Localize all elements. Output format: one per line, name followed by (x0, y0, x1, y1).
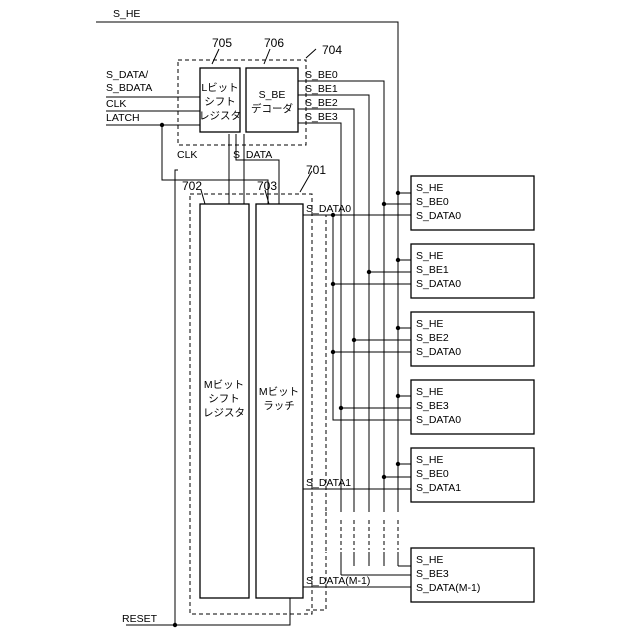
s-be0-label: S_BE0 (305, 69, 338, 81)
unit-label: S_BE2 (416, 332, 449, 344)
unit-label: S_DATA(M-1) (416, 582, 480, 594)
unit-label: S_DATA1 (416, 482, 461, 494)
s-data-label: S_DATA/ (106, 69, 148, 81)
junction (367, 270, 371, 274)
s-be3-label: S_BE3 (305, 111, 338, 123)
junction (352, 338, 356, 342)
latch-branch-wire (162, 125, 268, 204)
junction (339, 406, 343, 410)
latch-label: LATCH (106, 112, 140, 124)
s-data0-label: S_DATA0 (306, 203, 351, 215)
decoder-output-wires (298, 81, 384, 566)
ref-701: 701 (306, 163, 326, 177)
junction (173, 623, 177, 627)
l-shift-label-1: Lビット (201, 82, 238, 94)
omission-gap (320, 512, 410, 552)
reset-label: RESET (122, 613, 158, 625)
leader-704 (306, 49, 316, 58)
unit-label: S_DATA0 (416, 414, 461, 426)
junction (396, 258, 400, 262)
ref-702: 702 (182, 179, 202, 193)
s-data0-branch (333, 215, 415, 420)
ref-705: 705 (212, 36, 232, 50)
unit-label: S_HE (416, 318, 443, 330)
unit-label: S_DATA0 (416, 346, 461, 358)
junction (396, 326, 400, 330)
leader-705 (212, 49, 219, 64)
ref-706: 706 (264, 36, 284, 50)
unit-label: S_DATA0 (416, 210, 461, 222)
unit-label: S_BE3 (416, 400, 449, 412)
unit-label: S_BE0 (416, 468, 449, 480)
junction (382, 202, 386, 206)
junction (396, 191, 400, 195)
unit-label: S_HE (416, 454, 443, 466)
unit-label: S_BE1 (416, 264, 449, 276)
unit-label: S_HE (416, 182, 443, 194)
unit-label: S_DATA0 (416, 278, 461, 290)
decoder-label-1: S_BE (259, 89, 286, 101)
l-shift-label-2: シフト (204, 96, 236, 108)
junction (331, 282, 335, 286)
unit-label: S_HE (416, 554, 443, 566)
s-data-bus-label: S_DATA (233, 149, 272, 161)
junction (396, 462, 400, 466)
s-bdata-label: S_BDATA (106, 82, 152, 94)
l-shift-label-3: レジスタ (199, 110, 241, 122)
ref-703: 703 (257, 179, 277, 193)
decoder-label-2: デコーダ (251, 102, 293, 115)
s-be2-label: S_BE2 (305, 97, 338, 109)
leader-706 (264, 49, 270, 64)
unit-label: S_HE (416, 250, 443, 262)
junction (396, 394, 400, 398)
ref-704: 704 (322, 43, 342, 57)
m-shift-label-1: Mビット (204, 379, 244, 391)
m-shift-label-3: レジスタ (203, 407, 245, 419)
clk-bus-label: CLK (177, 149, 197, 161)
m-latch-label-1: Mビット (259, 386, 299, 398)
junction (160, 123, 164, 127)
s-data1-label: S_DATA1 (306, 477, 351, 489)
s-he-label: S_HE (113, 8, 140, 20)
s-data-m1-label: S_DATA(M-1) (306, 575, 370, 587)
m-latch-label-2: ラッチ (263, 400, 295, 412)
s-be1-label: S_BE1 (305, 83, 338, 95)
reset-up-wire (175, 170, 178, 625)
unit-label: S_HE (416, 386, 443, 398)
junction (331, 350, 335, 354)
s-be2-wire (298, 109, 354, 566)
s-be3-wire (298, 123, 341, 566)
unit-label: S_BE3 (416, 568, 449, 580)
m-shift-label-2: シフト (208, 393, 240, 405)
junction (382, 475, 386, 479)
unit-label: S_BE0 (416, 196, 449, 208)
clk-label: CLK (106, 98, 126, 110)
